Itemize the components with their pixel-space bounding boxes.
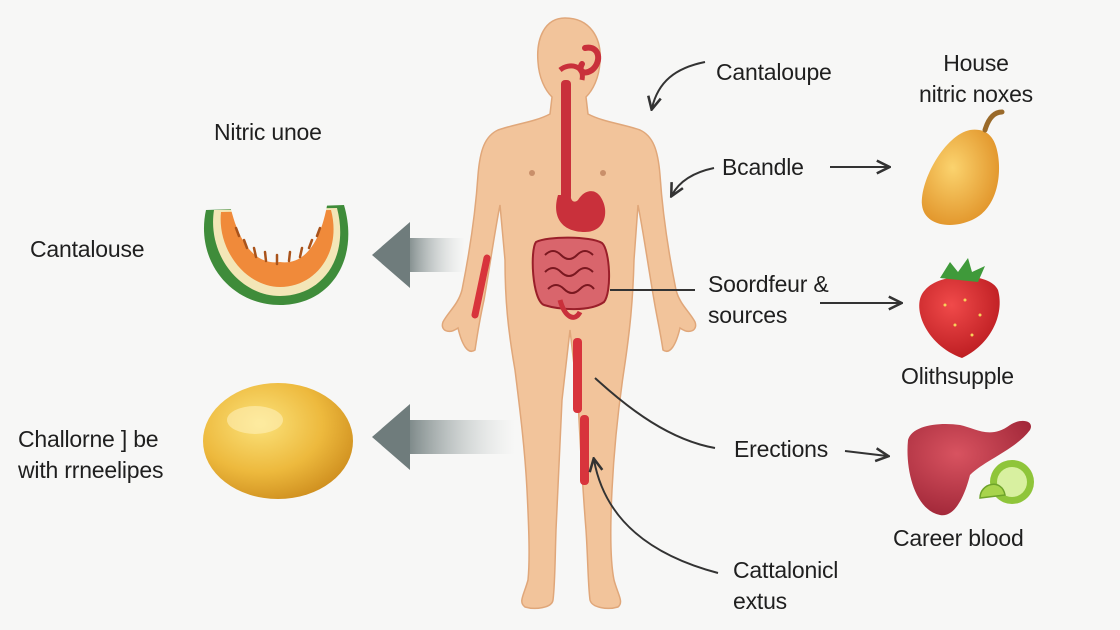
label-cantalouse: Cantalouse (30, 236, 145, 262)
label-bcandle: Bcandle (722, 154, 804, 180)
label-career-blood: Career blood (893, 525, 1024, 551)
orange-ball-image (203, 383, 353, 499)
cantaloupe-slice-image (203, 200, 349, 305)
left-arrow-top (372, 222, 465, 288)
label-challorne: Challorne ] be with rrneelipes (18, 426, 164, 483)
label-house: House nitric noxes (919, 50, 1033, 107)
label-nitric-unoe: Nitric unoe (214, 119, 322, 145)
connector-lines (594, 61, 900, 574)
lime-image (979, 460, 1034, 504)
label-cattalonicl: Cattalonicl extus (733, 557, 839, 614)
label-soordfeur: Soordfeur & sources (708, 271, 829, 328)
liver-image (907, 420, 1031, 516)
left-arrow-bottom (372, 404, 515, 470)
strawberry-image (919, 258, 1000, 358)
label-cantaloupe: Cantaloupe (716, 59, 832, 85)
digestive-system (471, 44, 611, 485)
label-olithsupple: Olithsupple (901, 363, 1014, 389)
label-erections: Erections (734, 436, 829, 462)
papaya-image (921, 109, 1005, 225)
